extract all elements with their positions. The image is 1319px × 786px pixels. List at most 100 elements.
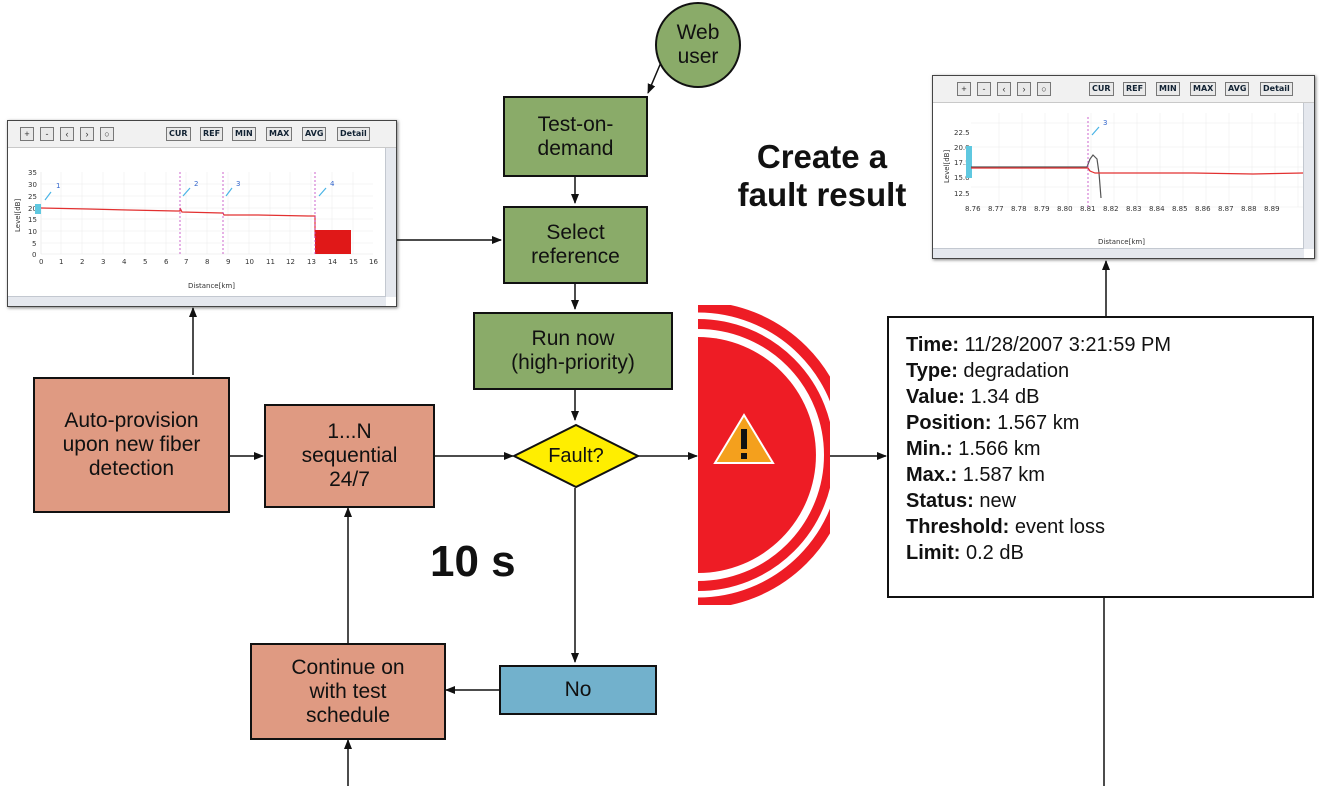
right-marker-label: 3 — [1103, 119, 1107, 127]
zoom-reset-icon[interactable]: ○ — [100, 127, 114, 141]
right-ylabel: Level[dB] — [943, 150, 951, 183]
y-tick: 0 — [32, 251, 36, 259]
right-launch-marker — [966, 146, 972, 178]
left-marker-label: 4 — [330, 180, 335, 188]
x-tick: 8.89 — [1264, 205, 1280, 213]
toggle-ref[interactable]: REF — [200, 127, 224, 141]
left-ylabel: Level[dB] — [14, 199, 22, 232]
left-xticks: 0 1 2 3 4 5 6 7 8 9 10 11 12 13 14 15 16 — [39, 258, 378, 266]
toggle-cur[interactable]: CUR — [1089, 82, 1114, 96]
test-on-demand-node[interactable]: Test-on- demand — [503, 96, 648, 177]
x-tick: 8.86 — [1195, 205, 1211, 213]
right-xlabel: Distance[km] — [1098, 238, 1145, 246]
warning-triangle-icon — [713, 413, 775, 464]
zoom-reset-icon[interactable]: ○ — [1037, 82, 1051, 96]
x-tick: 8 — [205, 258, 209, 266]
x-tick: 8.79 — [1034, 205, 1050, 213]
x-tick: 7 — [184, 258, 188, 266]
x-tick: 8.77 — [988, 205, 1004, 213]
x-tick: 2 — [80, 258, 84, 266]
toggle-cur[interactable]: CUR — [166, 127, 191, 141]
y-tick: 35 — [28, 169, 37, 177]
zoom-right-icon[interactable]: › — [80, 127, 94, 141]
left-trace-window: + - ‹ › ○ CUR REF MIN MAX AVG Detail Lev… — [7, 120, 397, 307]
web-user-node[interactable]: Web user — [655, 2, 741, 88]
x-tick: 15 — [349, 258, 358, 266]
zoom-out-icon[interactable]: - — [977, 82, 991, 96]
right-yticks: 22.5 20.0 17.5 15.0 12.5 — [954, 129, 970, 198]
toggle-detail[interactable]: Detail — [1260, 82, 1293, 96]
x-tick: 8.76 — [965, 205, 981, 213]
zoom-left-icon[interactable]: ‹ — [997, 82, 1011, 96]
run-now-node[interactable]: Run now (high-priority) — [473, 312, 673, 390]
no-node[interactable]: No — [499, 665, 657, 715]
left-trace-toolbar: + - ‹ › ○ CUR REF MIN MAX AVG Detail — [8, 121, 396, 148]
toggle-ref[interactable]: REF — [1123, 82, 1147, 96]
x-tick: 9 — [226, 258, 230, 266]
left-yticks: 35 30 25 20 15 10 5 0 — [28, 169, 37, 259]
sequential-test-node[interactable]: 1...N sequential 24/7 — [264, 404, 435, 508]
toggle-avg[interactable]: AVG — [302, 127, 327, 141]
fault-result-panel: Time: 11/28/2007 3:21:59 PM Type: degrad… — [887, 316, 1314, 598]
y-tick: 20.0 — [954, 144, 970, 152]
auto-provision-node[interactable]: Auto-provision upon new fiber detection — [33, 377, 230, 513]
status-row: Status: new — [906, 490, 1017, 512]
zoom-out-icon[interactable]: - — [40, 127, 54, 141]
toggle-min[interactable]: MIN — [1156, 82, 1180, 96]
left-vertical-scrollbar[interactable] — [385, 148, 396, 297]
left-noise-floor — [315, 230, 351, 254]
left-trace-plot: Level[dB] 35 30 25 20 15 10 5 0 0 1 2 3 … — [14, 169, 378, 290]
position-row: Position: 1.567 km — [906, 412, 1080, 434]
min-row: Min.: 1.566 km — [906, 438, 1041, 460]
zoom-in-icon[interactable]: + — [957, 82, 971, 96]
toggle-avg[interactable]: AVG — [1225, 82, 1250, 96]
x-tick: 14 — [328, 258, 337, 266]
x-tick: 8.80 — [1057, 205, 1073, 213]
x-tick: 13 — [307, 258, 316, 266]
x-tick: 8.87 — [1218, 205, 1234, 213]
left-marker-label: 1 — [56, 182, 60, 190]
left-marker-label: 2 — [194, 180, 198, 188]
x-tick: 0 — [39, 258, 43, 266]
zoom-in-icon[interactable]: + — [20, 127, 34, 141]
right-reference-trace — [971, 154, 1102, 199]
fault-decision-diamond[interactable] — [511, 423, 641, 489]
right-horizontal-scrollbar[interactable] — [933, 248, 1304, 258]
left-horizontal-scrollbar[interactable] — [8, 296, 386, 306]
continue-schedule-node[interactable]: Continue on with test schedule — [250, 643, 446, 740]
toggle-max[interactable]: MAX — [1190, 82, 1217, 96]
x-tick: 3 — [101, 258, 105, 266]
limit-row: Limit: 0.2 dB — [906, 542, 1024, 564]
toggle-detail[interactable]: Detail — [337, 127, 370, 141]
fault-decision-label: Fault? — [548, 445, 604, 467]
y-tick: 30 — [28, 181, 37, 189]
time-row: Time: 11/28/2007 3:21:59 PM — [906, 334, 1172, 356]
x-tick: 4 — [122, 258, 127, 266]
y-tick: 5 — [32, 240, 36, 248]
left-marker-label: 3 — [236, 180, 240, 188]
x-tick: 8.82 — [1103, 205, 1119, 213]
x-tick: 8.78 — [1011, 205, 1027, 213]
zoom-right-icon[interactable]: › — [1017, 82, 1031, 96]
right-trace-toolbar: + - ‹ › ○ CUR REF MIN MAX AVG Detail — [933, 76, 1314, 103]
right-vertical-scrollbar[interactable] — [1303, 103, 1314, 249]
toggle-max[interactable]: MAX — [266, 127, 293, 141]
left-launch-marker — [35, 204, 41, 214]
x-tick: 8.88 — [1241, 205, 1257, 213]
y-tick: 20 — [28, 205, 37, 213]
x-tick: 12 — [286, 258, 295, 266]
x-tick: 1 — [59, 258, 63, 266]
y-tick: 17.5 — [954, 159, 970, 167]
right-xticks: 8.76 8.77 8.78 8.79 8.80 8.81 8.82 8.83 … — [965, 205, 1280, 213]
right-trace-window: + - ‹ › ○ CUR REF MIN MAX AVG Detail Lev… — [932, 75, 1315, 259]
zoom-left-icon[interactable]: ‹ — [60, 127, 74, 141]
x-tick: 10 — [245, 258, 254, 266]
left-trace-line — [40, 207, 316, 238]
select-reference-node[interactable]: Select reference — [503, 206, 648, 284]
left-xlabel: Distance[km] — [188, 282, 235, 290]
x-tick: 16 — [369, 258, 378, 266]
y-tick: 12.5 — [954, 190, 970, 198]
max-row: Max.: 1.587 km — [906, 464, 1045, 486]
y-tick: 15.0 — [954, 174, 970, 182]
toggle-min[interactable]: MIN — [232, 127, 256, 141]
